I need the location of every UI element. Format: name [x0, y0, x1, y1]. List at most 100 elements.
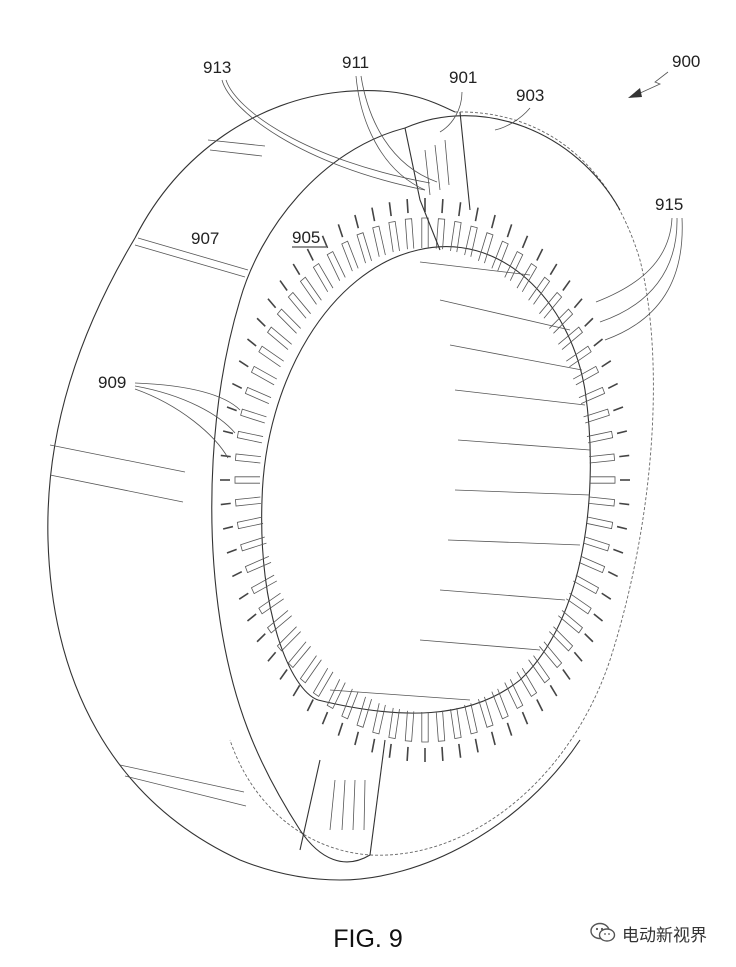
stator-tooth: [250, 574, 278, 595]
segment-901: [404, 111, 471, 251]
stator-tooth: [586, 516, 614, 530]
svg-text:909: 909: [98, 373, 126, 392]
stator-tooth: [244, 555, 272, 574]
stator-tooth: [516, 668, 538, 698]
stator-slot: [226, 406, 237, 412]
stator-slot: [441, 746, 444, 761]
stator-tooth: [586, 430, 614, 444]
stator-ring-body: [47, 90, 654, 881]
stator-tooth: [388, 707, 400, 740]
stator-tooth: [450, 220, 462, 253]
stator-tooth: [566, 345, 592, 368]
stator-tooth: [235, 496, 261, 507]
stator-tooth: [312, 668, 334, 698]
segment-bottom: [299, 739, 386, 856]
stator-slot: [371, 738, 376, 753]
stator-slot: [619, 502, 630, 506]
stator-slot: [222, 525, 234, 530]
stator-tooth: [528, 655, 551, 684]
stator-tooth: [312, 262, 334, 292]
stator-slot: [256, 317, 266, 327]
stator-slot: [306, 248, 314, 261]
stator-tooth: [558, 610, 584, 634]
outer-band-seams: [49, 139, 266, 807]
stator-slot: [267, 651, 277, 662]
stator-tooth: [234, 476, 260, 484]
stator-tooth: [528, 276, 551, 305]
stator-slot: [337, 224, 344, 238]
stator-slot: [292, 263, 301, 276]
stator-slot: [354, 214, 360, 229]
svg-text:911: 911: [342, 53, 369, 72]
stator-slot: [562, 669, 571, 680]
stator-slot: [226, 548, 237, 554]
stator-slot: [337, 722, 344, 736]
stator-tooth: [236, 516, 264, 530]
stator-slot: [246, 613, 257, 622]
stator-tooth: [558, 326, 584, 350]
stator-tooth: [356, 232, 372, 264]
stator-slot: [406, 746, 409, 761]
stator-slot: [521, 235, 529, 249]
watermark: 电动新视界: [590, 918, 707, 948]
stator-tooth: [504, 679, 524, 710]
stator-tooth: [491, 240, 509, 272]
stator-slot: [238, 360, 249, 368]
stator-tooth: [478, 696, 494, 728]
stator-slot: [406, 199, 409, 214]
stator-slot: [536, 248, 544, 261]
stator-tooth: [299, 655, 322, 684]
stator-tooth: [578, 555, 606, 574]
stator-slot: [256, 633, 266, 643]
svg-text:900: 900: [672, 52, 700, 71]
stator-slot: [584, 317, 594, 327]
stator-slot: [601, 360, 612, 368]
stator-tooth: [539, 641, 563, 669]
stator-slot: [279, 669, 288, 680]
stator-tooth: [258, 592, 284, 615]
stator-slot: [458, 743, 462, 758]
stator-teeth-inner: [234, 217, 616, 743]
stator-slot: [306, 699, 314, 712]
label-900: 900: [628, 52, 700, 98]
stator-slot: [506, 722, 513, 736]
stator-slot: [613, 548, 624, 554]
stator-slot: [607, 570, 619, 578]
stator-tooth: [341, 240, 359, 272]
stator-tooth: [478, 232, 494, 264]
stator-slot: [246, 338, 257, 347]
stator-tooth: [590, 476, 616, 484]
stator-tooth: [341, 688, 359, 720]
stator-slot: [267, 298, 277, 309]
stator-slot: [549, 684, 558, 697]
stator-slot: [388, 743, 392, 758]
stator-slot: [607, 382, 619, 390]
stator-tooth: [326, 679, 346, 710]
stator-slot: [593, 613, 604, 622]
stator-tooth: [491, 688, 509, 720]
stator-slot: [371, 207, 376, 222]
stator-slot: [613, 406, 624, 412]
stator-slot: [321, 711, 329, 725]
stator-slot: [619, 454, 630, 458]
stator-slot: [238, 592, 249, 600]
stator-slot: [521, 711, 529, 725]
stator-slot: [441, 199, 444, 214]
watermark-text: 电动新视界: [622, 925, 707, 946]
stator-slot: [616, 525, 628, 530]
stator-tooth: [435, 710, 446, 742]
stator-tooth: [236, 430, 264, 444]
stator-tooth: [572, 365, 600, 386]
stator-tooth: [404, 218, 415, 250]
svg-text:901: 901: [449, 68, 477, 87]
stator-tooth: [266, 326, 292, 350]
stator-tooth: [549, 308, 574, 334]
figure-caption: FIG. 9: [333, 925, 402, 953]
stator-tooth: [583, 536, 610, 552]
stator-tooth: [572, 574, 600, 595]
svg-text:903: 903: [516, 86, 544, 105]
stator-tooth: [258, 345, 284, 368]
stator-slot: [220, 454, 231, 458]
stator-slot: [584, 633, 594, 643]
stator-tooth: [504, 250, 524, 281]
